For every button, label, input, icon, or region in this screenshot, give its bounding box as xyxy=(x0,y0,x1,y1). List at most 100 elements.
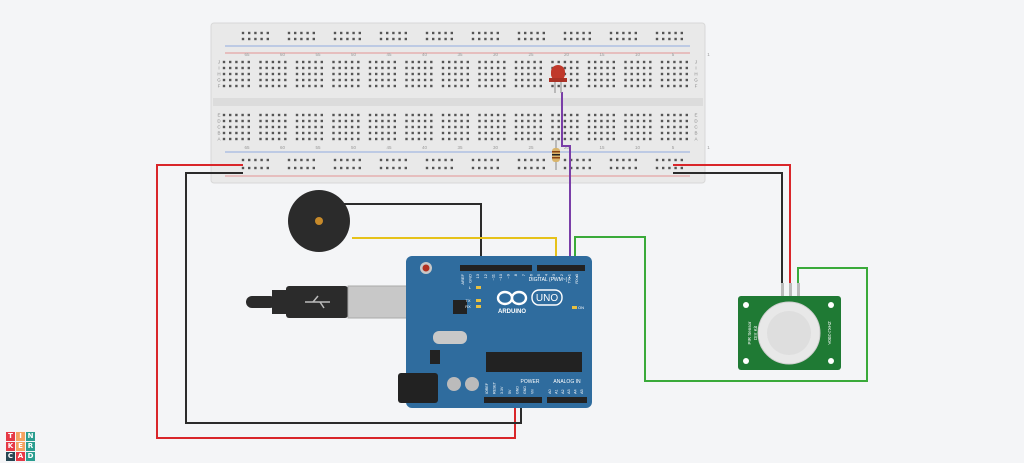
breadboard-hole[interactable] xyxy=(454,72,457,76)
rail-hole[interactable] xyxy=(379,166,383,170)
breadboard-hole[interactable] xyxy=(521,137,524,141)
breadboard-hole[interactable] xyxy=(332,60,335,64)
wire-pir-signal[interactable] xyxy=(574,236,868,382)
breadboard-hole[interactable] xyxy=(393,60,396,64)
breadboard-hole[interactable] xyxy=(533,119,536,123)
breadboard-hole[interactable] xyxy=(624,72,627,76)
breadboard-hole[interactable] xyxy=(235,72,238,76)
breadboard-hole[interactable] xyxy=(375,66,378,70)
breadboard-hole[interactable] xyxy=(222,72,226,76)
breadboard-hole[interactable] xyxy=(612,78,615,82)
rail-hole[interactable] xyxy=(248,31,251,35)
breadboard-hole[interactable] xyxy=(320,131,323,135)
breadboard-hole[interactable] xyxy=(478,125,481,129)
breadboard-hole[interactable] xyxy=(612,60,615,64)
breadboard-hole[interactable] xyxy=(295,84,299,88)
breadboard-hole[interactable] xyxy=(551,113,554,117)
wires[interactable] xyxy=(156,92,868,439)
breadboard-hole[interactable] xyxy=(521,66,524,70)
breadboard-hole[interactable] xyxy=(642,119,646,123)
breadboard-hole[interactable] xyxy=(600,66,603,70)
rail-hole[interactable] xyxy=(346,158,349,162)
header-top-left[interactable] xyxy=(460,265,532,271)
breadboard-hole[interactable] xyxy=(600,119,603,123)
breadboard-hole[interactable] xyxy=(460,119,463,123)
breadboard-hole[interactable] xyxy=(320,84,323,88)
breadboard-hole[interactable] xyxy=(478,137,481,141)
breadboard-hole[interactable] xyxy=(594,66,597,70)
rail-hole[interactable] xyxy=(333,31,337,35)
breadboard-hole[interactable] xyxy=(320,60,323,64)
rail-hole[interactable] xyxy=(471,158,475,162)
rail-hole[interactable] xyxy=(563,37,567,41)
breadboard-hole[interactable] xyxy=(241,131,244,135)
breadboard-hole[interactable] xyxy=(332,131,335,135)
breadboard-hole[interactable] xyxy=(381,60,384,64)
breadboard-hole[interactable] xyxy=(649,78,652,82)
breadboard-hole[interactable] xyxy=(642,137,646,141)
breadboard-hole[interactable] xyxy=(606,60,609,64)
breadboard-hole[interactable] xyxy=(606,137,609,141)
breadboard-hole[interactable] xyxy=(673,119,676,123)
wire-buzzer-signal[interactable] xyxy=(352,237,557,256)
breadboard-hole[interactable] xyxy=(241,60,244,64)
breadboard-hole[interactable] xyxy=(612,137,615,141)
breadboard-hole[interactable] xyxy=(563,137,567,141)
breadboard-hole[interactable] xyxy=(259,84,262,88)
breadboard-hole[interactable] xyxy=(454,66,457,70)
breadboard-hole[interactable] xyxy=(576,84,579,88)
rail-hole[interactable] xyxy=(582,158,585,162)
breadboard-hole[interactable] xyxy=(587,125,591,129)
breadboard-hole[interactable] xyxy=(460,84,463,88)
breadboard-hole[interactable] xyxy=(393,113,396,117)
breadboard-hole[interactable] xyxy=(357,78,360,82)
breadboard-hole[interactable] xyxy=(375,113,378,117)
breadboard-hole[interactable] xyxy=(314,125,317,129)
breadboard-hole[interactable] xyxy=(460,137,463,141)
breadboard-hole[interactable] xyxy=(235,119,238,123)
breadboard-hole[interactable] xyxy=(448,137,451,141)
rail-hole[interactable] xyxy=(536,158,539,162)
breadboard-hole[interactable] xyxy=(490,72,494,76)
breadboard-hole[interactable] xyxy=(612,113,615,117)
breadboard-hole[interactable] xyxy=(344,125,348,129)
breadboard-hole[interactable] xyxy=(350,72,354,76)
breadboard-hole[interactable] xyxy=(539,137,542,141)
rail-hole[interactable] xyxy=(609,166,613,170)
breadboard-hole[interactable] xyxy=(576,137,579,141)
breadboard-hole[interactable] xyxy=(484,60,487,64)
breadboard-hole[interactable] xyxy=(587,113,591,117)
breadboard-hole[interactable] xyxy=(539,113,542,117)
breadboard-hole[interactable] xyxy=(259,113,262,117)
breadboard-hole[interactable] xyxy=(533,131,536,135)
rail-hole[interactable] xyxy=(680,37,683,41)
breadboard-hole[interactable] xyxy=(521,125,524,129)
breadboard-hole[interactable] xyxy=(503,72,506,76)
breadboard-hole[interactable] xyxy=(624,119,627,123)
breadboard-hole[interactable] xyxy=(636,84,640,88)
breadboard-hole[interactable] xyxy=(284,137,287,141)
breadboard-hole[interactable] xyxy=(551,60,554,64)
breadboard-hole[interactable] xyxy=(594,78,597,82)
breadboard-hole[interactable] xyxy=(521,119,524,123)
breadboard-hole[interactable] xyxy=(490,137,494,141)
rail-hole[interactable] xyxy=(386,166,389,170)
rail-hole[interactable] xyxy=(536,166,539,170)
breadboard-hole[interactable] xyxy=(411,131,414,135)
breadboard-hole[interactable] xyxy=(357,60,360,64)
breadboard-hole[interactable] xyxy=(484,66,487,70)
breadboard-hole[interactable] xyxy=(606,66,609,70)
breadboard-hole[interactable] xyxy=(539,119,542,123)
breadboard-hole[interactable] xyxy=(454,84,457,88)
breadboard-hole[interactable] xyxy=(514,131,518,135)
breadboard-hole[interactable] xyxy=(673,78,676,82)
breadboard-hole[interactable] xyxy=(308,119,311,123)
header-analog[interactable] xyxy=(547,397,587,403)
breadboard-hole[interactable] xyxy=(332,78,335,82)
breadboard-hole[interactable] xyxy=(521,84,524,88)
breadboard-hole[interactable] xyxy=(375,72,378,76)
breadboard-hole[interactable] xyxy=(430,137,433,141)
breadboard-hole[interactable] xyxy=(594,84,597,88)
breadboard-hole[interactable] xyxy=(344,131,348,135)
rail-hole[interactable] xyxy=(404,37,407,41)
